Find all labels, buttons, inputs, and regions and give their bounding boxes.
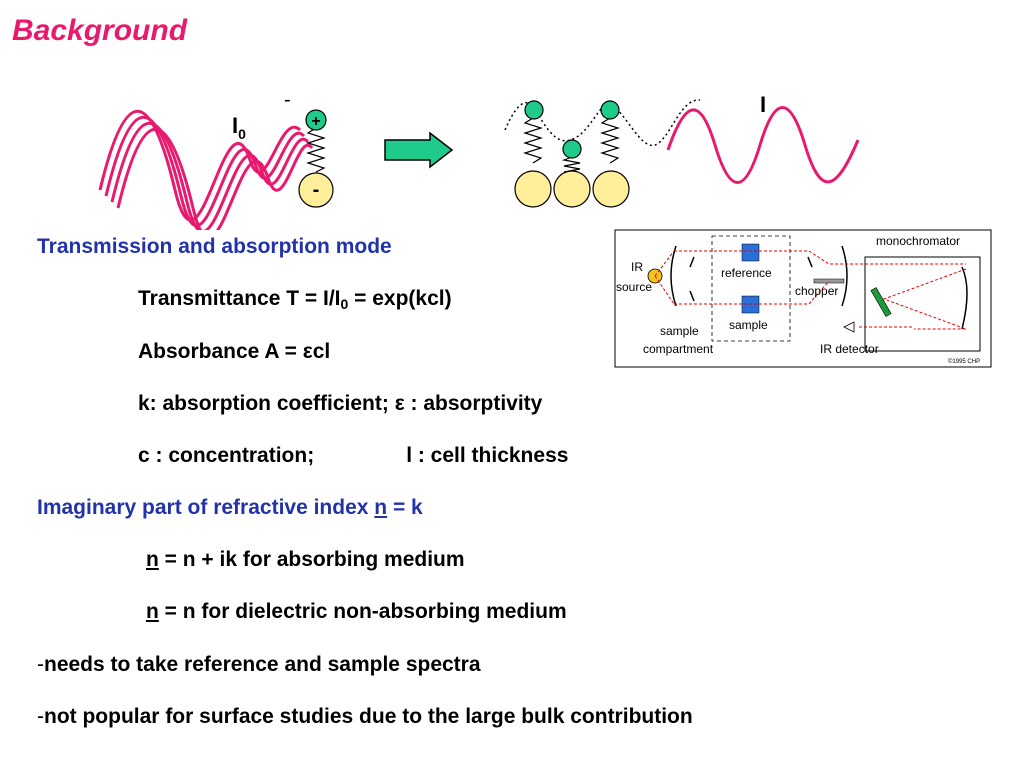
sample-label: sample bbox=[729, 318, 768, 332]
concentration-line: c : concentration;l : cell thickness bbox=[138, 444, 569, 467]
source-label: source bbox=[616, 280, 652, 294]
chopper-label: chopper bbox=[795, 284, 838, 298]
dipole-minus-top: - bbox=[284, 89, 291, 111]
bullet-reference-spectra: -needs to take reference and sample spec… bbox=[37, 653, 481, 676]
coefficient-line: k: absorption coefficient; ε : absorptiv… bbox=[138, 392, 543, 415]
transmission-heading: Transmission and absorption mode bbox=[37, 235, 392, 258]
incident-wave bbox=[98, 109, 314, 230]
ir-label: IR bbox=[631, 260, 643, 274]
dielectric-medium-line: n = n for dielectric non-absorbing mediu… bbox=[146, 600, 567, 623]
molecule-dipole: + - bbox=[298, 109, 334, 208]
copyright-label: ©1995 CHP bbox=[948, 358, 980, 365]
absorbance-line: Absorbance A = εcl bbox=[138, 340, 331, 363]
i0-label: I0 bbox=[232, 113, 246, 142]
ir-detector-label: IR detector bbox=[820, 342, 879, 356]
right-arrow-icon bbox=[384, 131, 454, 169]
transmittance-line: Transmittance T = I/I0 = exp(kcl) bbox=[138, 287, 452, 312]
monochromator-label: monochromator bbox=[876, 234, 960, 248]
bullet-surface-studies: -not popular for surface studies due to … bbox=[37, 705, 693, 728]
svg-text:-: - bbox=[313, 179, 320, 201]
molecule-array bbox=[514, 100, 630, 208]
sample-compartment-label-2: compartment bbox=[643, 342, 714, 356]
i-label: I bbox=[760, 92, 766, 117]
reference-label: reference bbox=[721, 266, 772, 280]
spectrometer-diagram: monochromator IR source reference choppe… bbox=[614, 229, 992, 368]
imaginary-heading: Imaginary part of refractive index n = k bbox=[37, 496, 423, 519]
sample-compartment-label-1: sample bbox=[660, 324, 699, 338]
svg-text:+: + bbox=[311, 113, 320, 130]
absorbing-medium-line: n = n + ik for absorbing medium bbox=[146, 548, 465, 571]
absorption-illustration: I0 - + - I bbox=[98, 89, 860, 230]
transmitted-wave bbox=[666, 106, 860, 184]
page-title: Background bbox=[12, 14, 188, 47]
dotted-wave bbox=[504, 99, 701, 146]
